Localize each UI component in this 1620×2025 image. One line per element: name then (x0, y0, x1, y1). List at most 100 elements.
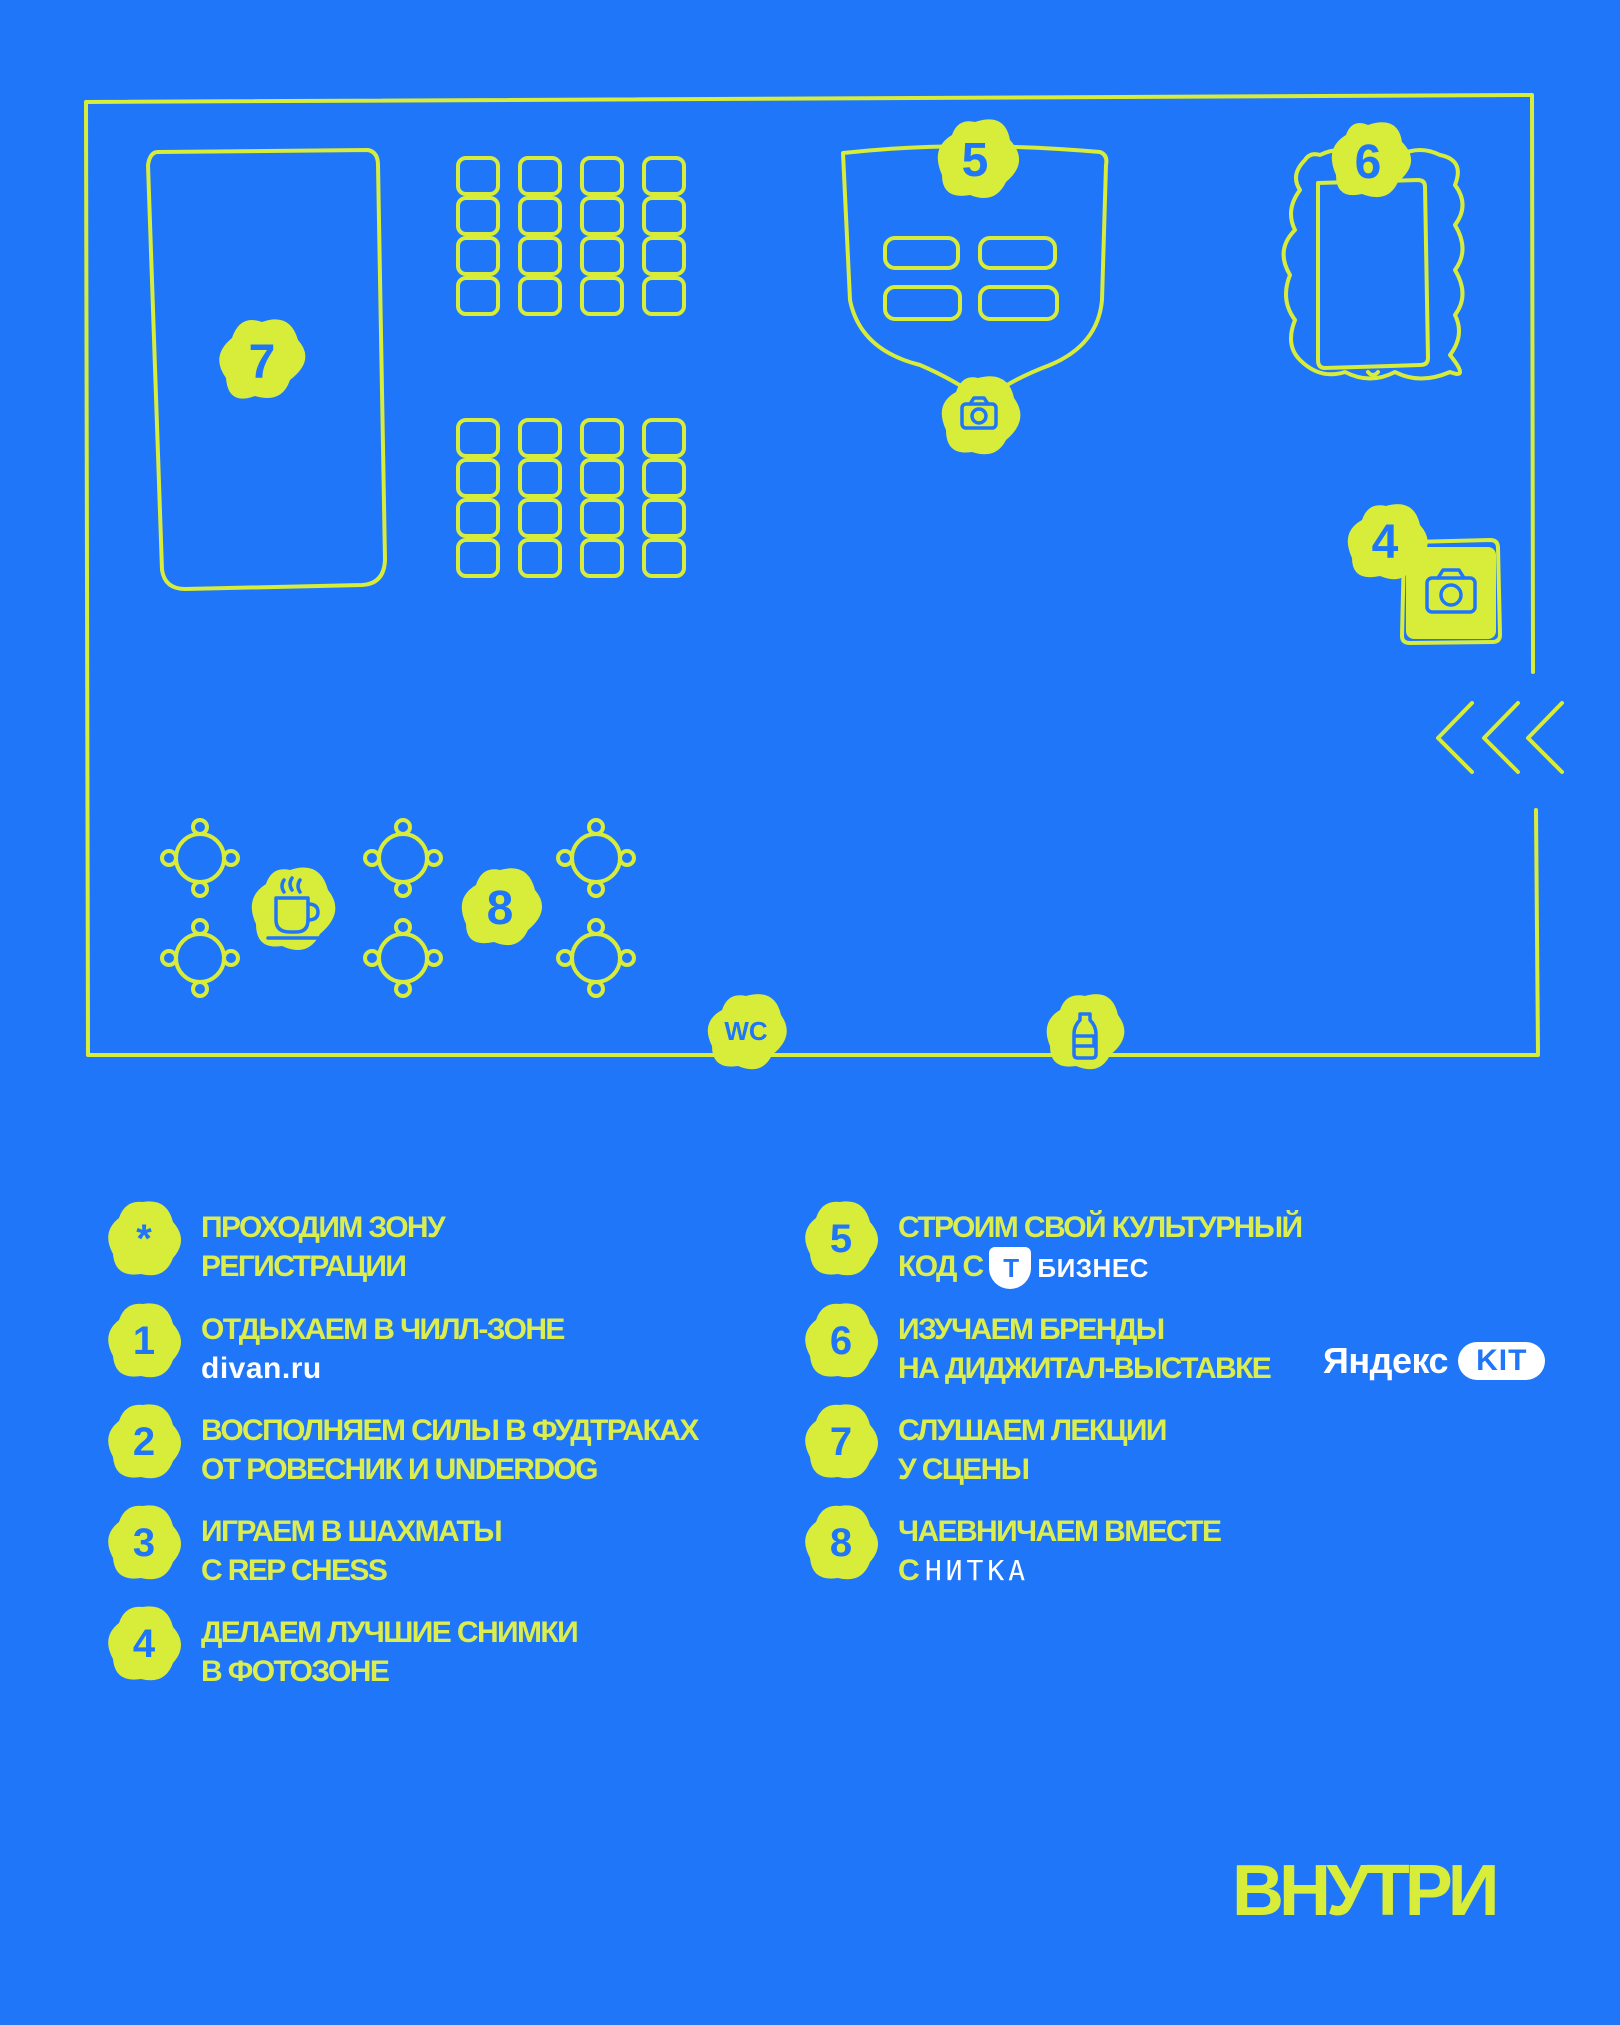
seat (456, 498, 500, 538)
seat (518, 498, 562, 538)
digital-expo-screen (1316, 178, 1430, 370)
legend-line: код с (898, 1250, 984, 1283)
tea-table (363, 818, 443, 898)
seat (518, 418, 562, 458)
legend-text: Проходим зону регистрации (201, 1208, 446, 1286)
culture-code-block (883, 236, 960, 270)
seat (642, 458, 686, 498)
coffee-cup-icon (266, 876, 320, 940)
water-bottle-icon (1072, 1012, 1098, 1060)
legend-text: Отдыхаем в чилл-зоне divan.ru (201, 1310, 565, 1388)
marker-blob-7 (219, 319, 306, 399)
tea-table (160, 818, 240, 898)
yandex-kit-logo: Яндекс KIT (1323, 1340, 1546, 1382)
legend-text: Слушаем лекции у сцены (898, 1411, 1167, 1489)
seat (580, 236, 624, 276)
legend-item-photo-zone: 4 Делаем лучшие снимки в фотозоне (103, 1606, 783, 1691)
legend-marker: 1 (103, 1300, 185, 1382)
seat (642, 498, 686, 538)
seat (642, 538, 686, 578)
legend-line: на диджитал-выставке (898, 1352, 1272, 1385)
seat (580, 156, 624, 196)
marker-blob-5 (937, 119, 1020, 199)
seat (456, 196, 500, 236)
seat (456, 538, 500, 578)
seat (456, 418, 500, 458)
marker-blob-8 (461, 868, 543, 946)
legend-marker: 3 (103, 1502, 185, 1584)
kit-pill: KIT (1458, 1342, 1546, 1380)
legend-line: Играем в шахматы (201, 1515, 503, 1548)
legend-marker: 8 (800, 1502, 882, 1584)
seat (456, 236, 500, 276)
seat (580, 276, 624, 316)
legend-line: в фотозоне (201, 1655, 390, 1688)
legend-item-chill-zone: 1 Отдыхаем в чилл-зоне divan.ru (103, 1303, 783, 1388)
camera-icon (1425, 568, 1477, 614)
legend-marker-text: 2 (132, 1419, 156, 1464)
legend-line: Слушаем лекции (898, 1414, 1167, 1447)
legend-marker-text: * (136, 1216, 152, 1261)
venue-map: 7 5 6 4 8 WC (84, 93, 1564, 1070)
tea-table (556, 818, 636, 898)
legend-item-chess: 3 Играем в шахматы с Rep Chess (103, 1505, 783, 1590)
entrance-arrows-icon (1436, 701, 1564, 774)
marker-blob-coffee (251, 867, 336, 950)
legend-marker: 5 (800, 1198, 882, 1280)
legend-marker: * (103, 1198, 185, 1280)
seat (580, 458, 624, 498)
legend-item-tea: 8 Чаевничаем вместе с НИТКА (800, 1505, 1480, 1590)
camera-icon (960, 396, 998, 430)
seat (580, 418, 624, 458)
marker-blob-water (1046, 994, 1125, 1070)
photo-zone-camera-bg (1406, 547, 1496, 639)
legend-marker-text: 4 (132, 1621, 156, 1666)
t-business-logo: Т БИЗНЕС (989, 1247, 1149, 1290)
map-label-8: 8 (487, 882, 514, 935)
culture-code-block (978, 285, 1059, 321)
legend-line: от Ровесник и Underdog (201, 1453, 598, 1486)
yandex-word: Яндекс (1323, 1340, 1449, 1381)
legend-line: Восполняем силы в фудтраках (201, 1414, 699, 1447)
legend-marker: 4 (103, 1603, 185, 1685)
legend-marker-text: 1 (132, 1318, 156, 1363)
legend-marker: 2 (103, 1401, 185, 1483)
wc-label: WC (724, 1016, 768, 1046)
legend-item-digital-expo: 6 Изучаем бренды на диджитал-выставке (800, 1303, 1480, 1388)
map-label-4: 4 (1372, 516, 1399, 569)
divan-logo: divan.ru (201, 1352, 322, 1385)
seat (642, 418, 686, 458)
legend-marker: 6 (800, 1300, 882, 1382)
seat (580, 498, 624, 538)
legend-marker: 7 (800, 1401, 882, 1483)
legend-marker-text: 7 (829, 1419, 853, 1464)
tea-table (556, 918, 636, 998)
legend-item-stage: 7 Слушаем лекции у сцены (800, 1404, 1480, 1489)
seat (642, 276, 686, 316)
seat (580, 538, 624, 578)
culture-code-block (978, 236, 1057, 270)
legend-text: Изучаем бренды на диджитал-выставке (898, 1310, 1272, 1388)
seat (456, 276, 500, 316)
legend-item-culture-code: 5 Строим свой культурный код с Т БИЗНЕС (800, 1201, 1480, 1290)
page-title: ВНУТРИ (1232, 1851, 1500, 1931)
culture-code-block (883, 285, 962, 321)
legend-text: Делаем лучшие снимки в фотозоне (201, 1613, 579, 1691)
legend-line: Делаем лучшие снимки (201, 1616, 579, 1649)
seat (642, 236, 686, 276)
legend-line: у сцены (898, 1453, 1030, 1486)
seat (518, 458, 562, 498)
legend-line: Изучаем бренды (898, 1313, 1165, 1346)
seat (518, 276, 562, 316)
map-label-6: 6 (1355, 136, 1382, 189)
tea-table (363, 918, 443, 998)
seat (642, 196, 686, 236)
tea-table (160, 918, 240, 998)
seat (518, 156, 562, 196)
legend-line: Строим свой культурный (898, 1211, 1303, 1244)
map-label-7: 7 (249, 336, 276, 389)
legend-text: Чаевничаем вместе с НИТКА (898, 1512, 1222, 1590)
t-bank-shield-icon: Т (989, 1247, 1032, 1290)
t-business-word: БИЗНЕС (1037, 1252, 1149, 1283)
legend-line: Отдыхаем в чилл-зоне (201, 1313, 565, 1346)
